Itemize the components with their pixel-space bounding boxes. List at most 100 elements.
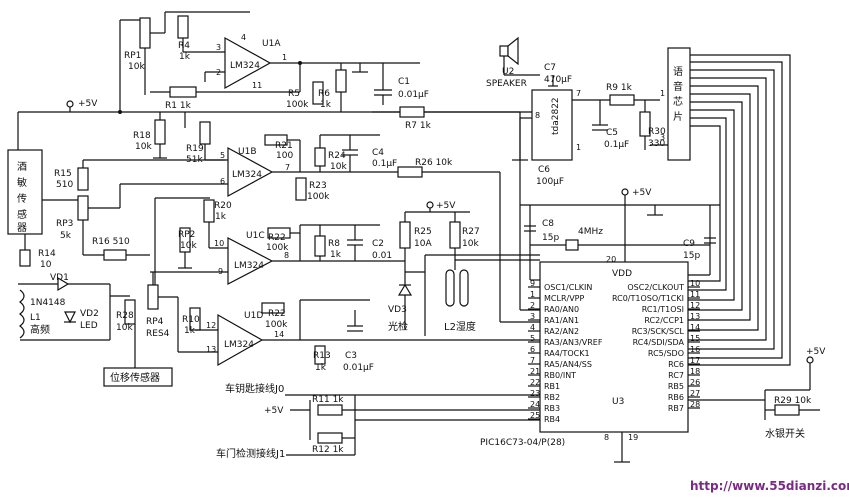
svg-text:3: 3 — [660, 133, 665, 142]
svg-text:3: 3 — [216, 43, 221, 52]
svg-text:6: 6 — [220, 177, 225, 186]
stage-u1a: RP1 10k R4 1k LM324 U1A 3 2 4 11 1 R1 1k… — [124, 11, 540, 311]
alcohol-sensor: 酒 敏 传 感 器 R14 10 R15 510 RP3 5k R16 510 — [7, 112, 228, 270]
svg-text:R21: R21 — [275, 141, 293, 151]
svg-text:光检: 光检 — [388, 320, 408, 333]
svg-text:12: 12 — [206, 321, 216, 330]
r19-resistor — [199, 121, 211, 145]
mcu-pin-label: RA3/AN3/VREF — [544, 338, 603, 347]
svg-text:R10: R10 — [182, 315, 200, 325]
rp4-resistor — [147, 284, 159, 310]
svg-text:470μF: 470μF — [544, 75, 572, 85]
svg-text:C2: C2 — [372, 239, 384, 249]
svg-text:RES4: RES4 — [146, 329, 170, 339]
svg-text:10: 10 — [214, 239, 224, 248]
svg-text:C8: C8 — [542, 219, 554, 229]
tda2822-chip — [531, 89, 573, 161]
svg-text:U2: U2 — [502, 67, 514, 77]
stage-u1b: R18 10k R19 51k LM324 U1B 5 6 7 R21 100 … — [133, 112, 540, 323]
svg-text:R19: R19 — [186, 144, 204, 154]
svg-text:器: 器 — [17, 222, 27, 234]
mcu-pin-label: RC6 — [668, 360, 684, 369]
svg-text:语: 语 — [673, 66, 683, 78]
mcu-pin-number: 18 — [690, 367, 700, 376]
svg-text:R16 510: R16 510 — [92, 237, 130, 247]
mcu-pin-label: RC3/SCK/SCL — [632, 327, 685, 336]
svg-text:0.01: 0.01 — [372, 251, 392, 261]
svg-text:芯: 芯 — [673, 95, 683, 108]
svg-text:15p: 15p — [683, 251, 700, 261]
svg-text:10k: 10k — [180, 241, 197, 251]
svg-text:R24: R24 — [328, 151, 346, 161]
svg-text:R28: R28 — [116, 311, 134, 321]
svg-text:U1B: U1B — [238, 147, 257, 157]
svg-text:+5V: +5V — [436, 201, 456, 211]
mcu-pin-number: 13 — [690, 312, 700, 321]
mcu-pin-number: 3 — [530, 312, 535, 321]
l1-coil — [19, 289, 25, 339]
svg-text:+5V: +5V — [264, 406, 284, 416]
r9-resistor — [609, 94, 635, 106]
svg-text:1: 1 — [660, 89, 665, 98]
svg-text:1k: 1k — [179, 52, 191, 62]
svg-text:100k: 100k — [307, 192, 330, 202]
rp3-resistor — [77, 195, 89, 221]
svg-text:R29 10k: R29 10k — [774, 396, 812, 406]
svg-text:RP2: RP2 — [178, 230, 195, 240]
r7-resistor — [399, 106, 425, 118]
watermark: http://www.55dianzi.com — [690, 479, 849, 493]
voice-bus-wires — [688, 54, 791, 366]
mcu-pin-number: 27 — [690, 389, 700, 398]
svg-text:R26 10k: R26 10k — [415, 158, 453, 168]
r16-resistor — [103, 249, 127, 261]
svg-text:100k: 100k — [286, 100, 309, 110]
r14-resistor — [19, 249, 31, 267]
svg-text:100k: 100k — [266, 243, 289, 253]
audio-section: U2 SPEAKER C7 470μF tda2822 8 7 1 C6 100… — [486, 36, 691, 187]
svg-text:VD1: VD1 — [50, 273, 69, 283]
svg-text:10k: 10k — [462, 239, 479, 249]
mcu-right-pins: 10OSC2/CLKOUT11RC0/T1OSO/T1CKI12RC1/T1OS… — [612, 279, 700, 413]
stage-u1c: R20 1k RP2 10k LM324 U1C 10 9 8 R22 100k… — [150, 197, 405, 290]
r18-resistor — [154, 119, 166, 145]
svg-text:R5: R5 — [288, 89, 300, 99]
r27-resistor — [449, 221, 461, 249]
speaker-icon — [499, 45, 509, 57]
svg-text:R9 1k: R9 1k — [606, 83, 633, 93]
svg-text:10: 10 — [40, 260, 52, 270]
mcu-pin-number: 16 — [690, 345, 700, 354]
svg-text:R4: R4 — [178, 41, 190, 51]
svg-text:SPEAKER: SPEAKER — [486, 79, 527, 89]
svg-text:R22: R22 — [268, 233, 286, 243]
r13-resistor — [314, 345, 326, 365]
mcu-pin-label: RB5 — [668, 382, 684, 391]
svg-text:0.01μF: 0.01μF — [343, 363, 374, 373]
svg-text:水银开关: 水银开关 — [765, 427, 805, 440]
svg-text:10k: 10k — [135, 142, 152, 152]
svg-text:5k: 5k — [60, 231, 72, 241]
mcu-pin-number: 14 — [690, 323, 700, 332]
mcu-pin-number: 1 — [530, 290, 535, 299]
speaker-cone — [507, 36, 519, 66]
r6-resistor — [335, 69, 347, 93]
svg-text:1k: 1k — [184, 326, 196, 336]
r25-resistor — [399, 221, 411, 249]
mcu-pin-label: RB7 — [668, 404, 684, 413]
mcu-pin-label: RA5/AN4/SS — [544, 360, 592, 369]
svg-text:tda2822: tda2822 — [551, 97, 561, 135]
svg-text:1: 1 — [576, 143, 581, 152]
oscillator: +5V C8 15p 4MHz C9 15p — [520, 188, 720, 281]
svg-text:+5V: +5V — [632, 188, 652, 198]
r15-resistor — [77, 167, 89, 191]
svg-text:U1A: U1A — [262, 39, 281, 49]
vcc-label: +5V — [78, 99, 98, 109]
mcu-pin-number: 2 — [530, 301, 535, 310]
r23-resistor — [295, 177, 307, 201]
svg-text:5: 5 — [220, 151, 225, 160]
input-connectors: 车钥匙接线J0 +5V R11 1k R12 1k 车门检测接线J1 — [216, 382, 540, 460]
stage-u1d: VD1 1N4148 L1 高频 VD2 LED R28 10k RP4 RES… — [18, 272, 540, 387]
mcu-pin-label: RC4/SDI/SDA — [633, 338, 685, 347]
svg-text:音: 音 — [673, 80, 683, 93]
u1b-opamp — [227, 146, 274, 198]
